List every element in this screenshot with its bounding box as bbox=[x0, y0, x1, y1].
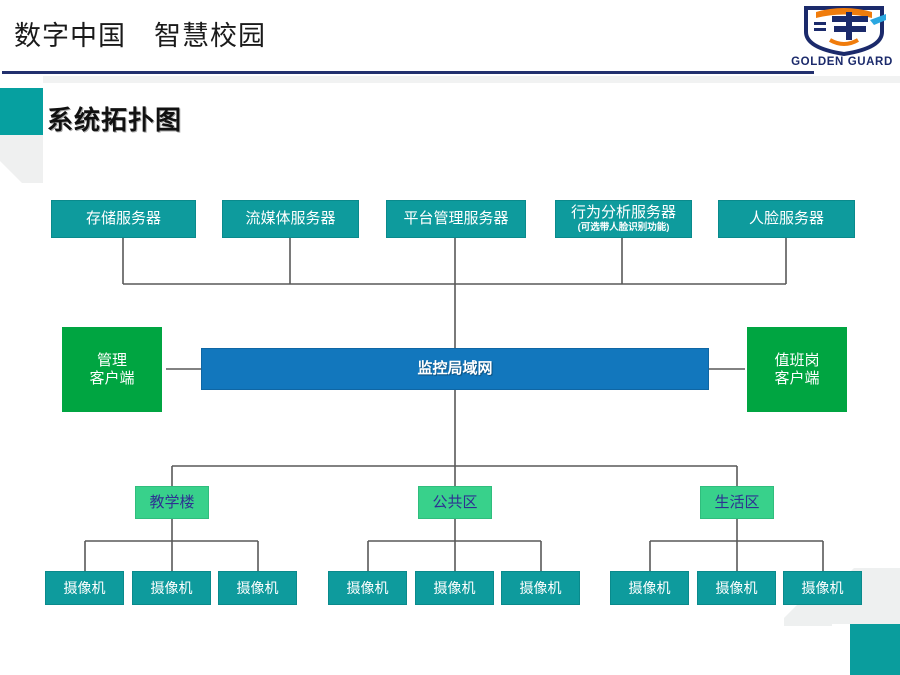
node-camera[interactable]: 摄像机 bbox=[328, 571, 407, 605]
node-label-line2: 客户端 bbox=[774, 369, 820, 387]
header-title: 数字中国 智慧校园 bbox=[14, 21, 266, 52]
node-platform-management-server[interactable]: 平台管理服务器 bbox=[386, 200, 526, 238]
node-label: 摄像机 bbox=[801, 579, 844, 596]
node-zone-living-area[interactable]: 生活区 bbox=[700, 486, 774, 519]
node-label: 摄像机 bbox=[236, 579, 279, 596]
node-label: 生活区 bbox=[714, 493, 760, 511]
node-label: 人脸服务器 bbox=[748, 210, 824, 228]
node-camera[interactable]: 摄像机 bbox=[415, 571, 494, 605]
node-label: 摄像机 bbox=[628, 579, 671, 596]
brand-logo-text: GOLDEN GUARD bbox=[791, 56, 893, 68]
golden-guard-shield-icon bbox=[804, 6, 886, 56]
node-label: 流媒体服务器 bbox=[245, 210, 336, 228]
node-label: 摄像机 bbox=[715, 579, 758, 596]
node-camera[interactable]: 摄像机 bbox=[783, 571, 862, 605]
node-camera[interactable]: 摄像机 bbox=[501, 571, 580, 605]
node-camera[interactable]: 摄像机 bbox=[697, 571, 776, 605]
node-label: 存储服务器 bbox=[85, 210, 161, 228]
node-label: 摄像机 bbox=[63, 579, 106, 596]
header-gray-band bbox=[43, 76, 900, 83]
node-label: 摄像机 bbox=[433, 579, 476, 596]
node-sublabel: (可选带人脸识别功能) bbox=[577, 221, 670, 233]
node-label: 平台管理服务器 bbox=[403, 210, 509, 228]
brand-logo: GOLDEN GUARD bbox=[788, 2, 896, 76]
decor-bottom-right-teal-square bbox=[850, 624, 900, 675]
node-camera[interactable]: 摄像机 bbox=[132, 571, 211, 605]
node-behavior-analysis-server[interactable]: 行为分析服务器 (可选带人脸识别功能) bbox=[555, 200, 692, 238]
decor-top-left-teal-square bbox=[0, 88, 43, 135]
page-title: 系统拓扑图 bbox=[47, 105, 183, 135]
node-label-line1: 值班岗 bbox=[774, 352, 820, 370]
header-divider bbox=[2, 71, 814, 74]
node-label: 监控局域网 bbox=[417, 360, 493, 378]
node-streaming-server[interactable]: 流媒体服务器 bbox=[222, 200, 359, 238]
node-label: 摄像机 bbox=[519, 579, 562, 596]
node-camera[interactable]: 摄像机 bbox=[218, 571, 297, 605]
node-label-line1: 管理 bbox=[96, 352, 127, 370]
node-monitoring-lan[interactable]: 监控局域网 bbox=[201, 348, 709, 390]
node-zone-teaching-building[interactable]: 教学楼 bbox=[135, 486, 209, 519]
node-label-line2: 客户端 bbox=[89, 369, 135, 387]
node-management-client[interactable]: 管理 客户端 bbox=[62, 327, 162, 412]
node-label: 公共区 bbox=[432, 493, 478, 511]
node-duty-post-client[interactable]: 值班岗 客户端 bbox=[747, 327, 847, 412]
node-face-server[interactable]: 人脸服务器 bbox=[718, 200, 855, 238]
node-storage-server[interactable]: 存储服务器 bbox=[51, 200, 196, 238]
node-label: 行为分析服务器 bbox=[570, 204, 676, 222]
node-label: 摄像机 bbox=[150, 579, 193, 596]
node-camera[interactable]: 摄像机 bbox=[45, 571, 124, 605]
node-label: 教学楼 bbox=[149, 493, 195, 511]
node-camera[interactable]: 摄像机 bbox=[610, 571, 689, 605]
node-zone-public-area[interactable]: 公共区 bbox=[418, 486, 492, 519]
node-label: 摄像机 bbox=[346, 579, 389, 596]
